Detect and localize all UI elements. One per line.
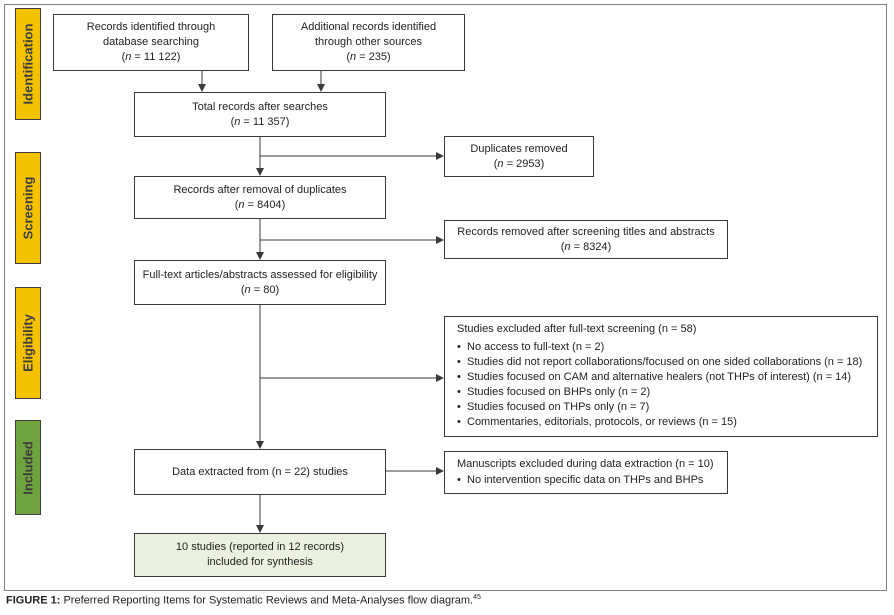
diagram-frame — [4, 4, 887, 591]
box-excluded-extraction: Manuscripts excluded during data extract… — [444, 451, 728, 494]
list-item: No access to full-text (n = 2) — [457, 340, 867, 355]
removed-screening-count: (n = 8324) — [560, 240, 612, 253]
total-line1: Total records after searches — [192, 100, 328, 113]
other-sources-count: (n = 235) — [346, 51, 391, 63]
final-line1: 10 studies (reported in 12 records) — [175, 541, 345, 553]
list-item: Studies focused on THPs only (n = 7) — [457, 400, 867, 415]
box-database-records: Records identified through database sear… — [53, 14, 249, 71]
box-excluded-fulltext: Studies excluded after full-text screeni… — [444, 316, 878, 437]
stage-eligibility: Eligibility — [15, 287, 41, 399]
box-duplicates-removed: Duplicates removed (n = 2953) — [444, 136, 594, 177]
after-duplicates-line1: Records after removal of duplicates — [173, 183, 347, 196]
final-line2: included for synthesis — [207, 556, 313, 568]
figure-caption-text: Preferred Reporting Items for Systematic… — [60, 594, 474, 607]
excluded-extraction-list: No intervention specific data on THPs an… — [457, 473, 717, 488]
box-total-records: Total records after searches (n = 11 357… — [134, 92, 386, 137]
figure-caption-label: FIGURE 1: — [6, 594, 61, 607]
database-count: (n = 11 122) — [121, 51, 181, 63]
excluded-fulltext-list: No access to full-text (n = 2) Studies d… — [457, 340, 867, 430]
list-item: Studies did not report collaborations/fo… — [457, 355, 867, 370]
box-after-duplicates: Records after removal of duplicates (n =… — [134, 176, 386, 219]
figure-caption: FIGURE 1: Preferred Reporting Items for … — [6, 594, 481, 607]
stage-screening: Screening — [15, 152, 41, 264]
other-sources-line1: Additional records identified — [300, 21, 437, 33]
duplicates-line1: Duplicates removed — [470, 142, 568, 155]
fulltext-count: (n = 80) — [240, 283, 280, 296]
stage-included: Included — [15, 420, 41, 515]
box-fulltext-assessed: Full-text articles/abstracts assessed fo… — [134, 260, 386, 305]
list-item: Studies focused on CAM and alternative h… — [457, 370, 867, 385]
excluded-extraction-heading: Manuscripts excluded during data extract… — [457, 458, 714, 470]
other-sources-line2: through other sources — [314, 36, 422, 48]
box-other-sources: Additional records identified through ot… — [272, 14, 465, 71]
after-duplicates-count: (n = 8404) — [234, 198, 286, 211]
stage-identification: Identification — [15, 8, 41, 120]
total-count: (n = 11 357) — [230, 115, 290, 128]
box-data-extracted: Data extracted from (n = 22) studies — [134, 449, 386, 495]
database-line1: Records identified through — [86, 21, 216, 33]
excluded-fulltext-heading: Studies excluded after full-text screeni… — [457, 323, 697, 335]
list-item: Studies focused on BHPs only (n = 2) — [457, 385, 867, 400]
box-included-synthesis: 10 studies (reported in 12 records) incl… — [134, 533, 386, 577]
removed-screening-line1: Records removed after screening titles a… — [457, 225, 715, 238]
duplicates-count: (n = 2953) — [493, 157, 545, 170]
figure-caption-ref: 45 — [473, 594, 481, 601]
list-item: Commentaries, editorials, protocols, or … — [457, 415, 867, 430]
list-item: No intervention specific data on THPs an… — [457, 473, 717, 488]
database-line2: database searching — [102, 36, 199, 48]
box-removed-screening: Records removed after screening titles a… — [444, 220, 728, 259]
fulltext-line1: Full-text articles/abstracts assessed fo… — [142, 268, 378, 281]
extracted-line1: Data extracted from (n = 22) studies — [172, 465, 348, 478]
